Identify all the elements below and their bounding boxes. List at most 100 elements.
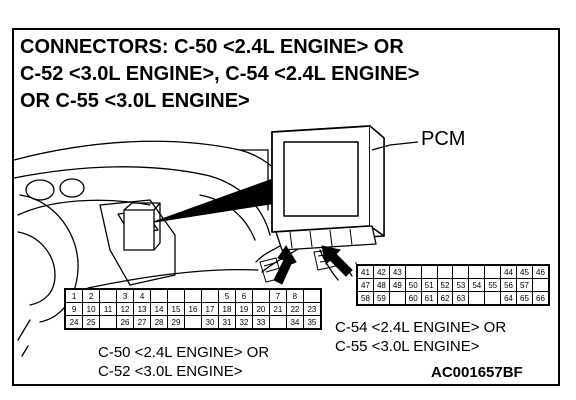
pin-cell <box>436 265 454 279</box>
pin-cell: 53 <box>452 278 470 292</box>
connector-c54-caption: C-54 <2.4L ENGINE> OR C-55 <3.0L ENGINE> <box>335 318 506 356</box>
pin-cell: 7 <box>268 288 287 303</box>
pin-cell: 55 <box>484 278 502 292</box>
connector-c50-caption-line-1: C-50 <2.4L ENGINE> OR <box>98 344 270 361</box>
pcm-cover-panel <box>283 141 359 217</box>
pcm-leader-line <box>371 141 419 151</box>
pin-cell: 58 <box>356 291 374 306</box>
pin-cell: 62 <box>436 291 454 306</box>
pin-cell: 46 <box>531 264 550 279</box>
pin-cell: 51 <box>420 278 438 292</box>
pin-cell: 44 <box>500 264 518 279</box>
pin-cell: 32 <box>234 315 253 330</box>
pin-cell: 54 <box>468 278 486 292</box>
pin-cell: 63 <box>452 291 470 306</box>
pin-cell: 31 <box>217 315 236 330</box>
pin-cell: 42 <box>373 264 390 279</box>
pin-cell <box>150 289 169 303</box>
pin-cell: 49 <box>388 278 406 292</box>
pin-cell <box>484 265 502 279</box>
pin-cell: 43 <box>388 264 406 279</box>
pin-cell: 47 <box>356 278 374 292</box>
pin-cell: 15 <box>167 302 185 316</box>
pin-cell: 61 <box>420 291 438 306</box>
connector-sketch-b <box>313 249 337 271</box>
pin-cell: 3 <box>116 288 135 303</box>
pin-cell: 28 <box>150 315 169 330</box>
pin-cell: 56 <box>500 278 518 292</box>
steering-wheel-inner <box>17 231 56 306</box>
pin-cell: 17 <box>200 302 219 316</box>
pin-cell: 35 <box>302 315 322 330</box>
pin-cell: 11 <box>99 302 118 316</box>
steering-wheel-outer <box>19 194 79 323</box>
lower-dash-line <box>87 269 259 289</box>
center-console-outline <box>99 199 176 286</box>
wiring-harness <box>255 239 353 281</box>
pin-cell: 16 <box>184 302 202 316</box>
pcm-connector-strip <box>275 225 377 251</box>
pin-cell <box>167 289 185 303</box>
pin-cell <box>452 265 470 279</box>
pin-cell <box>184 315 202 329</box>
pin-cell: 57 <box>516 278 533 292</box>
title-line-2: C-52 <3.0L ENGINE>, C-54 <2.4L ENGINE> <box>20 63 420 85</box>
pin-cell <box>99 315 118 329</box>
pin-cell: 45 <box>516 264 533 279</box>
pin-cell: 64 <box>500 291 518 306</box>
connector-sketch-a <box>259 257 283 283</box>
connector-c50-caption: C-50 <2.4L ENGINE> OR C-52 <3.0L ENGINE> <box>98 343 269 381</box>
pin-cell: 24 <box>64 315 84 330</box>
pin-cell <box>184 289 202 303</box>
pin-cell: 13 <box>133 302 152 316</box>
pin-cell <box>302 289 322 303</box>
pin-cell: 26 <box>116 315 135 330</box>
pin-cell: 25 <box>82 315 101 330</box>
pin-cell <box>420 265 438 279</box>
pin-cell: 1 <box>64 288 84 303</box>
connector-arrows <box>273 245 353 285</box>
column-line <box>17 319 31 341</box>
title-line-3: OR C-55 <3.0L ENGINE> <box>20 90 250 112</box>
pin-cell: 19 <box>234 302 253 316</box>
pin-cell: 41 <box>356 264 374 279</box>
pin-cell: 12 <box>116 302 135 316</box>
pin-cell: 8 <box>285 288 304 303</box>
pin-cell <box>268 315 287 329</box>
pin-cell: 18 <box>217 302 236 316</box>
pin-cell <box>200 289 219 303</box>
pin-cell: 59 <box>373 291 390 306</box>
connector-c54-caption-line-1: C-54 <2.4L ENGINE> OR <box>335 319 507 336</box>
pin-cell <box>99 289 118 303</box>
connector-c50-caption-line-2: C-52 <3.0L ENGINE> <box>98 363 243 380</box>
pin-cell <box>484 291 502 305</box>
pin-cell: 30 <box>200 315 219 330</box>
title-line-1: CONNECTORS: C-50 <2.4L ENGINE> OR <box>20 36 404 58</box>
pin-cell: 48 <box>373 278 390 292</box>
pin-cell: 23 <box>302 302 322 316</box>
arrow-to-connector-b <box>321 245 353 277</box>
pin-cell: 21 <box>268 302 287 316</box>
figure-id: AC001657BF <box>431 364 523 381</box>
pin-cell <box>531 278 550 292</box>
pin-cell: 66 <box>531 291 550 306</box>
gauge-left <box>25 179 55 201</box>
pin-cell: 2 <box>82 288 101 303</box>
pin-cell: 10 <box>82 302 101 316</box>
pin-cell: 52 <box>436 278 454 292</box>
pin-cell: 29 <box>167 315 185 330</box>
pin-cell: 5 <box>217 288 236 303</box>
pin-cell: 34 <box>285 315 304 330</box>
pin-cell <box>468 291 486 305</box>
pin-cell: 50 <box>404 278 422 292</box>
pin-cell <box>388 291 406 305</box>
